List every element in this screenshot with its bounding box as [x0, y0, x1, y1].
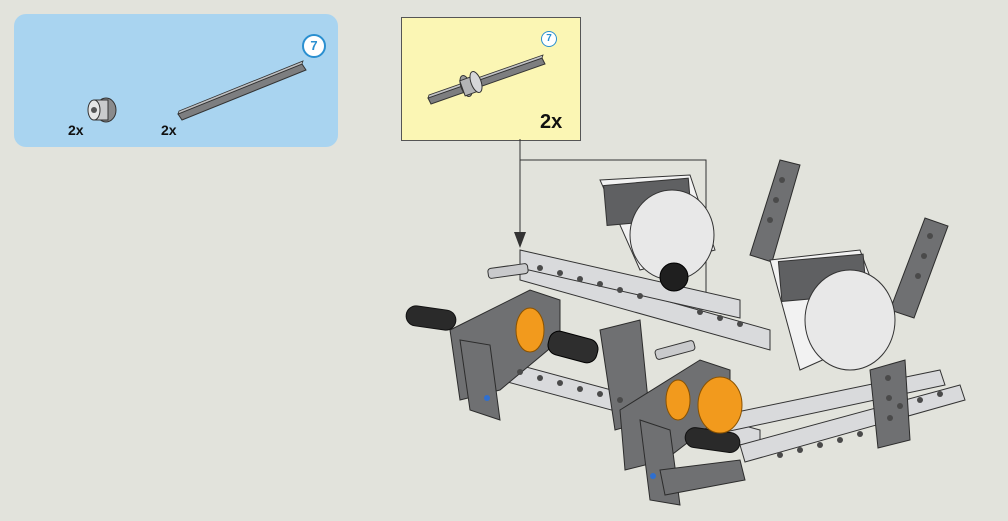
long-axle-icon [177, 60, 307, 121]
axle-with-stop-icon [427, 54, 546, 105]
arrow-icon [514, 232, 526, 248]
black-gear [659, 262, 689, 292]
axle-with-stop-illustration [427, 54, 546, 105]
axle-quantity: 2x [161, 122, 177, 138]
leader-lines [519, 139, 707, 300]
motor-front [769, 249, 896, 371]
parts-illustration [87, 60, 307, 123]
orange-gears [515, 307, 743, 434]
dark-frames [449, 289, 911, 506]
parts-list-panel: 7 2x 2x [14, 14, 338, 147]
bushing-quantity: 2x [68, 122, 84, 138]
rear-arms [749, 159, 949, 319]
sub-assembly-quantity: 2x [540, 111, 563, 133]
sub-assembly-callout: 7 2x [401, 17, 581, 141]
black-axle-ends [405, 305, 741, 454]
sub-step-badge: 7 [541, 31, 557, 47]
worm-gear [547, 330, 599, 364]
inserted-axles [487, 263, 696, 360]
motor-rear [599, 174, 716, 281]
beam-holes [517, 177, 943, 458]
blue-pins [484, 395, 656, 479]
bushing-icon [87, 97, 117, 123]
parts-step-badge: 7 [302, 34, 326, 58]
light-beams [499, 249, 966, 463]
